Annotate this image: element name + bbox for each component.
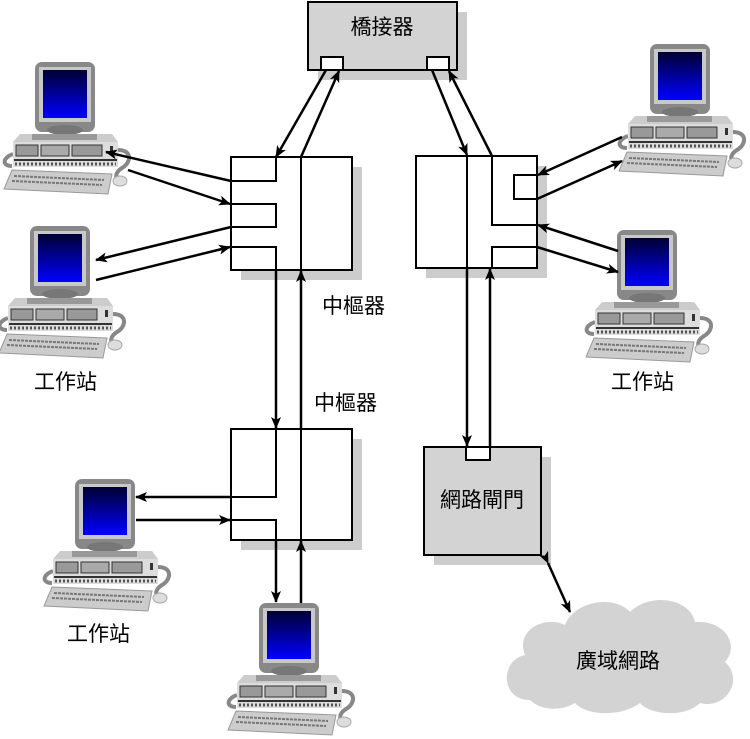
wan-cloud: 廣域網路 [506, 599, 734, 714]
connection-arrows [95, 69, 623, 613]
bridge: 橋接器 [307, 1, 467, 80]
arrow [274, 69, 328, 158]
workstation-computer-icon [228, 603, 353, 735]
hub-bottom-label: 中樞器 [314, 391, 377, 415]
workstation-computer-icon [586, 230, 711, 362]
arrow [536, 159, 623, 201]
wan-label: 廣域網路 [576, 649, 660, 673]
workstation-label-bottom: 工作站 [67, 622, 130, 646]
workstation-computer-icon [4, 62, 129, 194]
workstation-computer-icon [44, 479, 169, 611]
hub-top-left-label: 中樞器 [322, 294, 385, 318]
gateway: 網路閘門 [423, 446, 551, 565]
hub-top-right [415, 155, 547, 278]
workstation-label-right: 工作站 [611, 370, 674, 394]
arrow [127, 168, 231, 206]
arrow [538, 550, 572, 613]
arrow [95, 225, 232, 263]
gateway-label: 網路閘門 [440, 488, 524, 512]
arrow [430, 69, 469, 156]
bridge-port-right [426, 56, 450, 71]
workstation-label-left: 工作站 [34, 370, 97, 394]
arrow [95, 244, 231, 282]
workstation-computer-icon [619, 44, 744, 176]
arrow [537, 223, 619, 253]
bridge-port-left [320, 56, 344, 71]
arrow [537, 135, 623, 177]
workstation-computer-icon [0, 226, 124, 358]
arrow [447, 70, 494, 157]
arrow [536, 245, 619, 274]
arrow [299, 70, 341, 158]
hub-bottom [230, 428, 362, 550]
gateway-port [465, 446, 491, 461]
bridge-label: 橋接器 [351, 15, 414, 39]
arrow [105, 149, 232, 183]
hub-top-left [230, 156, 362, 280]
